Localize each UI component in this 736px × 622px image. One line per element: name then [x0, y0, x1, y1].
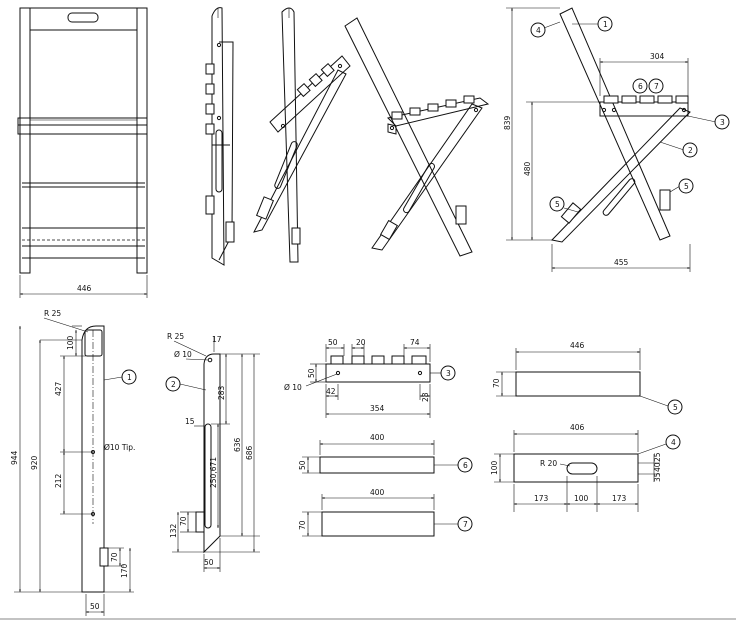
- seat-height-dim: 480: [523, 161, 532, 176]
- part1-width: 50: [90, 602, 100, 611]
- part3-hole: Ø 10: [284, 383, 302, 392]
- part2-len-c: 686: [245, 445, 254, 460]
- front-width-dim: 446: [77, 284, 92, 293]
- part4-left: 173: [534, 494, 549, 503]
- part2-hole: Ø 10: [174, 350, 192, 359]
- part1-foot: 170: [120, 563, 129, 578]
- height-total-dim: 839: [503, 115, 512, 130]
- part7-height: 70: [298, 520, 307, 530]
- part-3-drawing: 50 20 74 50 Ø 10 42 28 354: [284, 338, 431, 418]
- part4-height: 100: [490, 460, 499, 475]
- part3-dim-b: 20: [356, 338, 366, 347]
- base-span-dim: 455: [614, 258, 629, 267]
- part5-height: 70: [492, 378, 501, 388]
- part2-slot: 250,671: [209, 457, 218, 488]
- part4-mid: 100: [574, 494, 589, 503]
- callout-7-top: 7: [654, 82, 659, 91]
- callout-6-top: 6: [638, 82, 643, 91]
- part1-radius: R 25: [44, 309, 61, 318]
- callout-5-top-left: 5: [555, 200, 560, 209]
- part1-height-outer: 944: [10, 450, 19, 465]
- callout-7-part: 7: [463, 520, 468, 529]
- part4-right: 173: [612, 494, 627, 503]
- part6-height: 50: [298, 460, 307, 470]
- part1-hole-spacing: 212: [54, 473, 63, 488]
- callout-5-part: 5: [673, 403, 678, 412]
- part2-slot-offset: 15: [185, 417, 195, 426]
- part1-top: 100: [66, 335, 75, 350]
- part4-side-b: 40: [653, 462, 662, 472]
- part-6-drawing: 400 50: [298, 433, 435, 474]
- part4-side-a: 35: [653, 472, 662, 482]
- callouts: 1 4 6 7 3 2 5 5 1 2 3 6 7: [103, 16, 730, 532]
- part3-dim-e: 28: [421, 392, 430, 402]
- part2-top-width: 17: [212, 335, 222, 344]
- callout-3-top: 3: [720, 118, 725, 127]
- callout-4-top: 4: [536, 26, 541, 35]
- part1-hole-offset: 427: [54, 381, 63, 396]
- callout-1-part: 1: [127, 373, 132, 382]
- callout-2-top: 2: [688, 146, 693, 155]
- callout-4-part: 4: [671, 438, 676, 447]
- callout-3-part: 3: [446, 369, 451, 378]
- part3-dim-d: 42: [326, 387, 336, 396]
- part2-len-a: 283: [217, 385, 226, 400]
- callout-6-part: 6: [463, 461, 468, 470]
- side-closed-view: [205, 7, 235, 266]
- part1-height-inner: 920: [30, 455, 39, 470]
- part-5-drawing: 446 70: [492, 341, 641, 397]
- part3-height: 50: [307, 368, 316, 378]
- part-1-drawing: 944 920 100 427 212 Ø10 Tip. R 25 70 170…: [10, 309, 135, 616]
- part5-length: 446: [570, 341, 585, 350]
- part4-length: 406: [570, 423, 585, 432]
- part1-notch: 70: [110, 552, 119, 562]
- part3-length: 354: [370, 404, 385, 413]
- part4-side-c: 25: [653, 452, 662, 462]
- callout-5-top-right: 5: [684, 182, 689, 191]
- front-view: 446: [17, 7, 148, 298]
- part2-width: 50: [204, 558, 214, 567]
- part6-length: 400: [370, 433, 385, 442]
- part7-length: 400: [370, 488, 385, 497]
- part2-notch-a: 70: [179, 516, 188, 526]
- part4-radius: R 20: [540, 459, 557, 468]
- callout-2-part: 2: [171, 380, 176, 389]
- part-2-drawing: R 25 Ø 10 17 283 250,671 636 686 15 70 1…: [167, 332, 260, 572]
- assembled-view: 839 480 304 455: [503, 7, 691, 272]
- part3-dim-c: 74: [410, 338, 420, 347]
- part3-dim-a: 50: [328, 338, 338, 347]
- callout-1-top: 1: [603, 20, 608, 29]
- seat-depth-dim: 304: [650, 52, 665, 61]
- part-4-drawing: 406 100 R 20 173 100 173 35 40 25: [490, 423, 662, 512]
- part2-notch-b: 132: [169, 523, 178, 538]
- part2-radius: R 25: [167, 332, 184, 341]
- part-7-drawing: 400 70: [298, 488, 435, 537]
- perspective-view: [344, 17, 490, 257]
- part1-hole-label: Ø10 Tip.: [104, 443, 135, 452]
- side-open-view: [253, 7, 351, 263]
- part2-len-b: 636: [233, 437, 242, 452]
